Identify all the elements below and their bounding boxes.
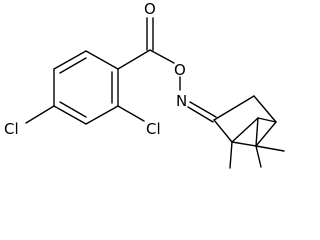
cage-bond <box>255 117 259 147</box>
ring-bond <box>85 105 119 125</box>
ring-double-bond <box>59 57 87 74</box>
cage-bond <box>253 95 277 123</box>
cage-bond <box>257 117 277 123</box>
molecule-diagram: O O N Cl Cl <box>4 0 285 169</box>
cage-bond <box>213 95 255 121</box>
methyl-bond <box>255 145 285 152</box>
ring-double-bond <box>59 101 87 118</box>
cage-bond <box>213 119 233 143</box>
ring-bond <box>53 50 87 70</box>
ring-bond <box>53 105 87 125</box>
oxime-double-bond <box>187 106 214 123</box>
ring-bond <box>85 50 119 70</box>
cage-bond <box>255 121 277 147</box>
chlorine-bond <box>25 105 55 124</box>
carbonyl-to-ester-oxygen-bond <box>149 49 175 64</box>
carbonyl-oxygen-label: O <box>144 0 156 18</box>
ring-to-carbonyl-bond <box>117 49 151 70</box>
cage-bond <box>231 141 257 147</box>
bond-lines <box>53 17 285 169</box>
oxime-nitrogen-label: N <box>176 92 187 110</box>
cage-bond <box>231 117 259 143</box>
methyl-bond <box>255 145 262 168</box>
ester-oxygen-label: O <box>174 61 186 79</box>
chlorine-bond <box>117 105 145 122</box>
chlorine-left-label: Cl <box>4 120 19 138</box>
oxime-double-bond <box>189 101 217 118</box>
chlorine-ortho-label: Cl <box>146 120 161 138</box>
methyl-bond <box>229 141 233 169</box>
